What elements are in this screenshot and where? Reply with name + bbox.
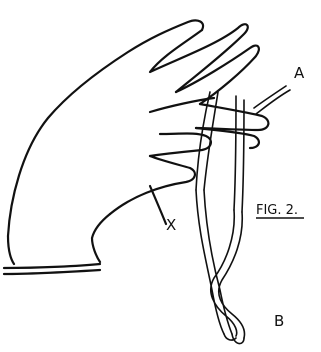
figure-caption: FIG. 2. xyxy=(256,203,298,218)
label-b: B xyxy=(274,312,284,330)
hand-icon xyxy=(4,20,268,274)
label-x: X xyxy=(166,216,176,234)
label-a: A xyxy=(294,64,305,82)
